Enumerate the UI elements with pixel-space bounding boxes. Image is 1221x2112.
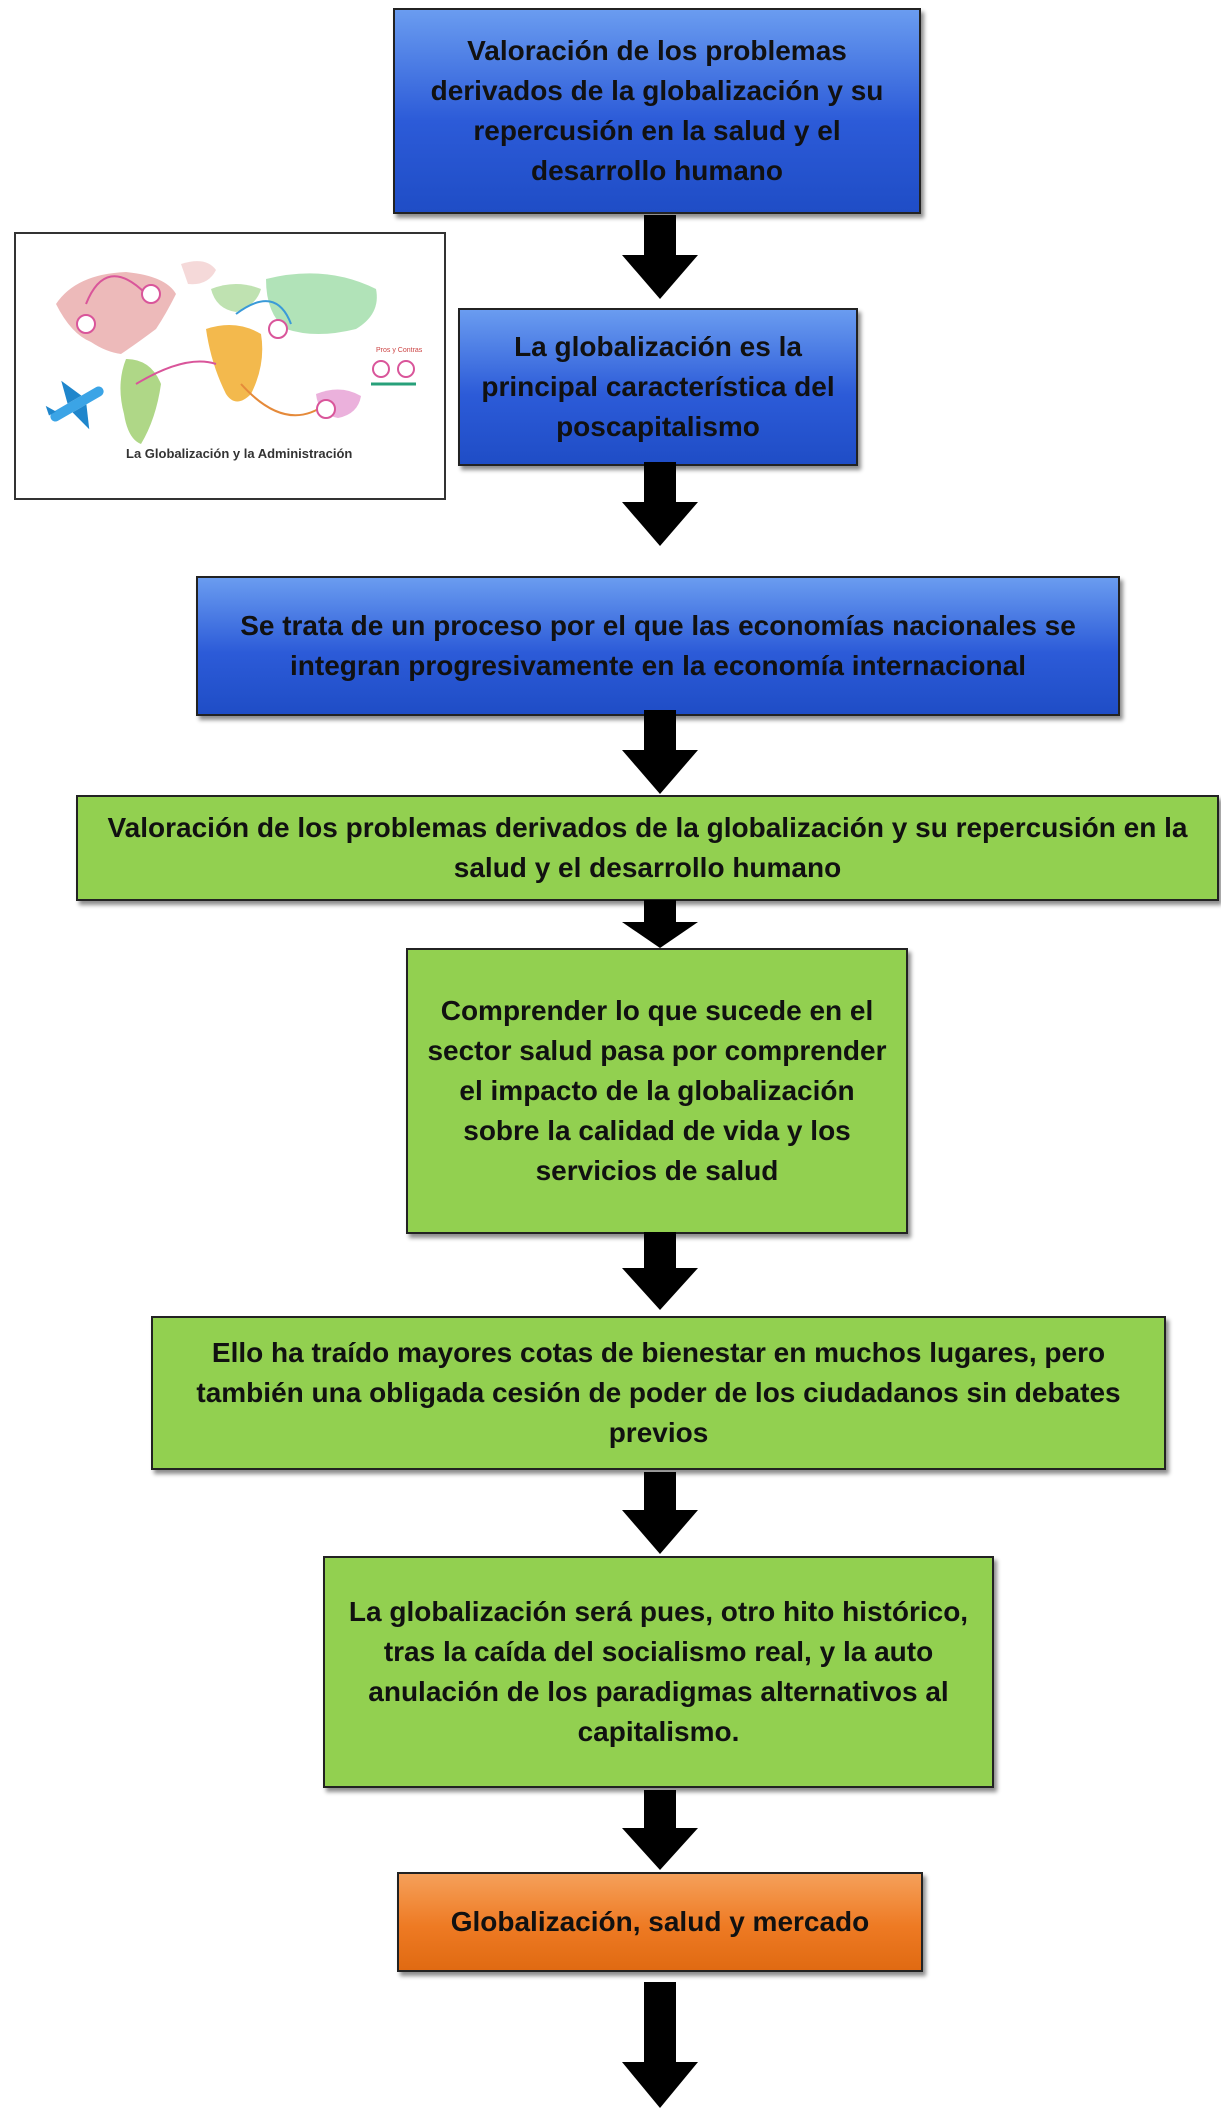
flow-box-7-text: La globalización será pues, otro hito hi… <box>348 1596 969 1747</box>
flow-box-8-text: Globalización, salud y mercado <box>450 1906 870 1937</box>
flow-box-1: Valoración de los problemas derivados de… <box>393 8 921 214</box>
flow-box-4: Valoración de los problemas derivados de… <box>76 795 1219 901</box>
down-arrow-8 <box>622 1982 698 2108</box>
down-arrow-1 <box>622 215 698 299</box>
flow-box-6-text: Ello ha traído mayores cotas de bienesta… <box>196 1337 1121 1448</box>
down-arrow-2 <box>622 462 698 546</box>
flow-box-4-text: Valoración de los problemas derivados de… <box>107 812 1188 883</box>
flow-box-5-text: Comprender lo que sucede en el sector sa… <box>427 995 887 1186</box>
flow-box-7: La globalización será pues, otro hito hi… <box>323 1556 994 1788</box>
flow-box-2-text: La globalización es la principal caracte… <box>481 331 835 442</box>
airplane-icon <box>45 380 104 430</box>
flow-box-8: Globalización, salud y mercado <box>397 1872 923 1972</box>
flow-box-3-text: Se trata de un proceso por el que las ec… <box>240 610 1076 681</box>
down-arrow-5 <box>622 1232 698 1310</box>
thumbnail-small-label: Pros y Contras <box>376 347 423 354</box>
flow-box-5: Comprender lo que sucede en el sector sa… <box>406 948 908 1234</box>
world-map-icon: Pros y Contras La Globalización y la Adm… <box>45 261 423 461</box>
thumbnail-caption: La Globalización y la Administración <box>126 446 352 461</box>
down-arrow-4 <box>622 900 698 948</box>
down-arrow-7 <box>622 1790 698 1870</box>
flow-box-3: Se trata de un proceso por el que las ec… <box>196 576 1120 716</box>
globalization-thumbnail: Pros y Contras La Globalización y la Adm… <box>14 232 446 500</box>
down-arrow-6 <box>622 1472 698 1554</box>
flow-box-2: La globalización es la principal caracte… <box>458 308 858 466</box>
down-arrow-3 <box>622 710 698 794</box>
flow-box-1-text: Valoración de los problemas derivados de… <box>430 35 884 186</box>
flow-box-6: Ello ha traído mayores cotas de bienesta… <box>151 1316 1166 1470</box>
